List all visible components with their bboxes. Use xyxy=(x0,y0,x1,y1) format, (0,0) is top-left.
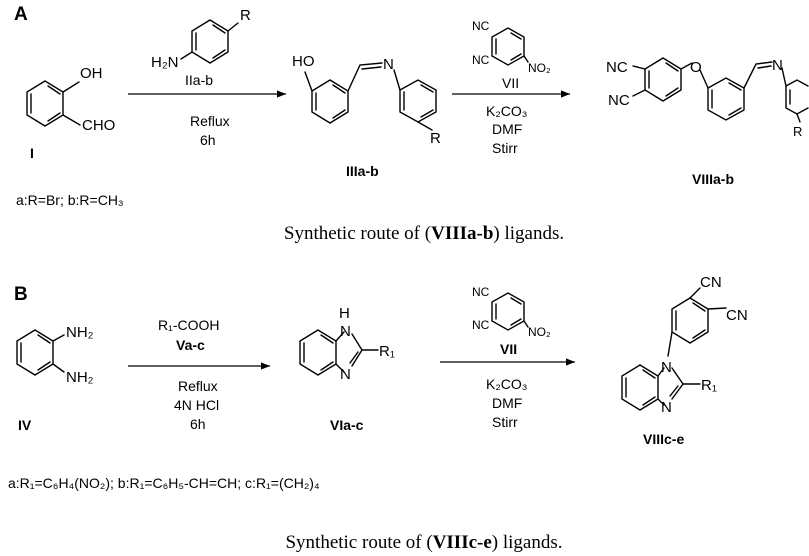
panel-b-label: B xyxy=(14,284,28,305)
compound-iv-nh2-bottom: NH₂ xyxy=(66,369,94,386)
compound-via-c-structure xyxy=(299,329,379,376)
compound-viiia-b-nc1: NC xyxy=(606,59,628,76)
step-b2-solvent: DMF xyxy=(492,395,522,411)
step-b1-acid: 4N HCl xyxy=(174,397,219,413)
compound-via-c-h: H xyxy=(339,305,350,322)
reagent-vii-a-label: VII xyxy=(502,75,519,91)
compound-i-structure xyxy=(26,80,81,127)
compound-viiic-e-cn2: CN xyxy=(726,307,748,324)
panel-a-caption: Synthetic route of (VIIIa-b) ligands. xyxy=(284,223,564,244)
compound-viiia-b-label: VIIIa-b xyxy=(692,171,734,187)
panel-a-label: A xyxy=(14,4,28,25)
step-b2-base: K₂CO₃ xyxy=(486,376,527,392)
compound-viiia-b-nc2: NC xyxy=(608,92,630,109)
step-a1-condition-time: 6h xyxy=(200,132,216,148)
compound-iiia-b-n: N xyxy=(383,56,394,73)
compound-viiia-b-o: O xyxy=(690,59,702,76)
step-a2-solvent: DMF xyxy=(492,121,522,137)
compound-iv-nh2-top: NH₂ xyxy=(66,324,94,341)
compound-i-oh: OH xyxy=(80,65,103,82)
compound-iiia-b-label: IIIa-b xyxy=(346,163,379,179)
step-b1-reflux: Reflux xyxy=(178,378,218,394)
compound-via-c-r1: R₁ xyxy=(379,343,395,360)
compound-viiic-e-n-bottom: N xyxy=(661,399,672,416)
panel-b-substituents: a:R₁=C₆H₄(NO₂); b:R₁=C₆H₅-CH=CH; c:R₁=(C… xyxy=(8,475,320,491)
step-a2-base: K₂CO₃ xyxy=(486,103,527,119)
step-a2-stirr: Stirr xyxy=(492,140,518,156)
compound-via-c-n-bottom: N xyxy=(340,366,351,383)
panel-b-caption: Synthetic route of (VIIIc-e) ligands. xyxy=(285,532,562,553)
compound-i-label: I xyxy=(30,145,34,161)
step-a1-condition-reflux: Reflux xyxy=(190,113,230,129)
reagent-vii-a-nc2: NC xyxy=(472,53,490,67)
reagent-vii-b-nc1: NC xyxy=(472,285,490,299)
reagent-vii-b-structure xyxy=(491,292,529,331)
compound-iiia-b-r: R xyxy=(430,130,441,147)
reagent-iia-b-h2n: H₂N xyxy=(151,54,179,71)
reagent-iia-b-r: R xyxy=(240,7,251,24)
reagent-vii-a-nc1: NC xyxy=(472,19,490,33)
compound-viiic-e-structure xyxy=(621,287,727,411)
compound-via-c-label: VIa-c xyxy=(330,417,364,433)
compound-viiic-e-r1: R₁ xyxy=(701,377,717,394)
compound-via-c-n-top: N xyxy=(340,323,351,340)
compound-viiic-e-label: VIIIc-e xyxy=(643,431,684,447)
step-b1-reagent: R₁-COOH xyxy=(158,317,220,333)
reagent-vii-b-nc2: NC xyxy=(472,318,490,332)
reagent-iia-b-structure xyxy=(180,19,239,64)
compound-iiia-b-structure xyxy=(304,62,437,131)
reagent-vii-a-structure xyxy=(491,27,529,66)
reagent-vii-b-no2: NO₂ xyxy=(528,325,551,339)
reagent-vii-b-label: VII xyxy=(500,341,517,357)
panel-a-substituents: a:R=Br; b:R=CH₃ xyxy=(16,192,124,208)
reagent-vii-a-no2: NO₂ xyxy=(528,61,551,75)
compound-iv-structure xyxy=(16,329,65,376)
compound-i-cho: CHO xyxy=(82,117,115,134)
step-b2-stirr: Stirr xyxy=(492,414,518,430)
step-b1-reagent-label: Va-c xyxy=(176,337,205,353)
reagent-iia-b-label: IIa-b xyxy=(185,72,213,88)
compound-viiia-b-structure xyxy=(632,57,809,123)
compound-viiic-e-cn1: CN xyxy=(700,274,722,291)
compound-iiia-b-ho: HO xyxy=(292,53,315,70)
compound-iv-label: IV xyxy=(18,417,32,433)
step-b1-time: 6h xyxy=(190,416,206,432)
compound-viiia-b-n: N xyxy=(772,57,783,74)
compound-viiic-e-n-top: N xyxy=(661,359,672,376)
compound-viiia-b-r: R xyxy=(793,124,802,139)
